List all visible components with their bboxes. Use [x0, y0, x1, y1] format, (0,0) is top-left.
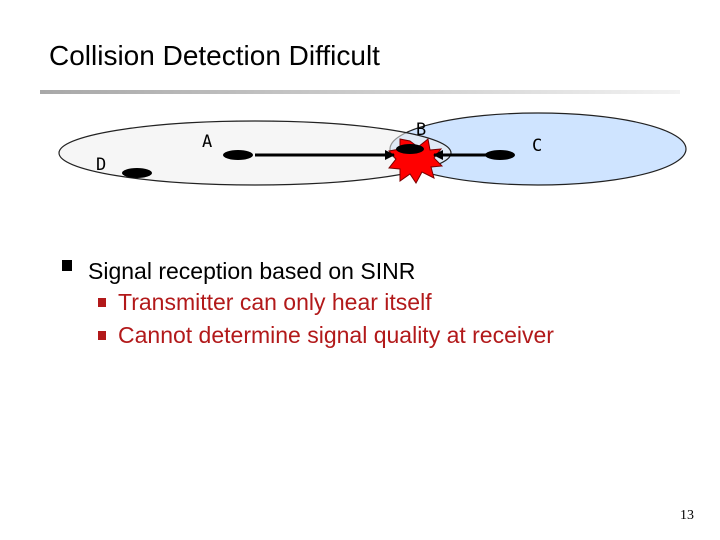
- node-d: [122, 168, 152, 178]
- sub-bullet-item: Transmitter can only hear itself: [62, 286, 702, 319]
- sub-bullet-item: Cannot determine signal quality at recei…: [62, 319, 702, 352]
- bullet-item: Signal reception based on SINR: [62, 256, 702, 286]
- node-label-a: A: [202, 132, 212, 152]
- node-a: [223, 150, 253, 160]
- slide-title: Collision Detection Difficult: [49, 40, 380, 71]
- range-a-ellipse: [58, 120, 452, 186]
- bullet-text: Signal reception based on SINR: [88, 258, 416, 284]
- node-label-b: B: [416, 120, 426, 140]
- square-bullet-icon: [62, 260, 72, 271]
- sub-bullet-text: Cannot determine signal quality at recei…: [118, 322, 554, 348]
- node-label-c: C: [532, 136, 542, 156]
- page-number: 13: [680, 508, 694, 523]
- node-label-d: D: [96, 155, 106, 175]
- square-bullet-icon: [98, 331, 106, 340]
- node-c: [485, 150, 515, 160]
- sub-bullet-text: Transmitter can only hear itself: [118, 289, 432, 315]
- node-b: [396, 144, 424, 154]
- square-bullet-icon: [98, 298, 106, 307]
- collision-diagram: A B C D: [50, 105, 700, 205]
- bullet-list: Signal reception based on SINR Transmitt…: [62, 256, 702, 352]
- diagram-svg: A B C D: [58, 112, 687, 186]
- title-divider: [40, 90, 680, 94]
